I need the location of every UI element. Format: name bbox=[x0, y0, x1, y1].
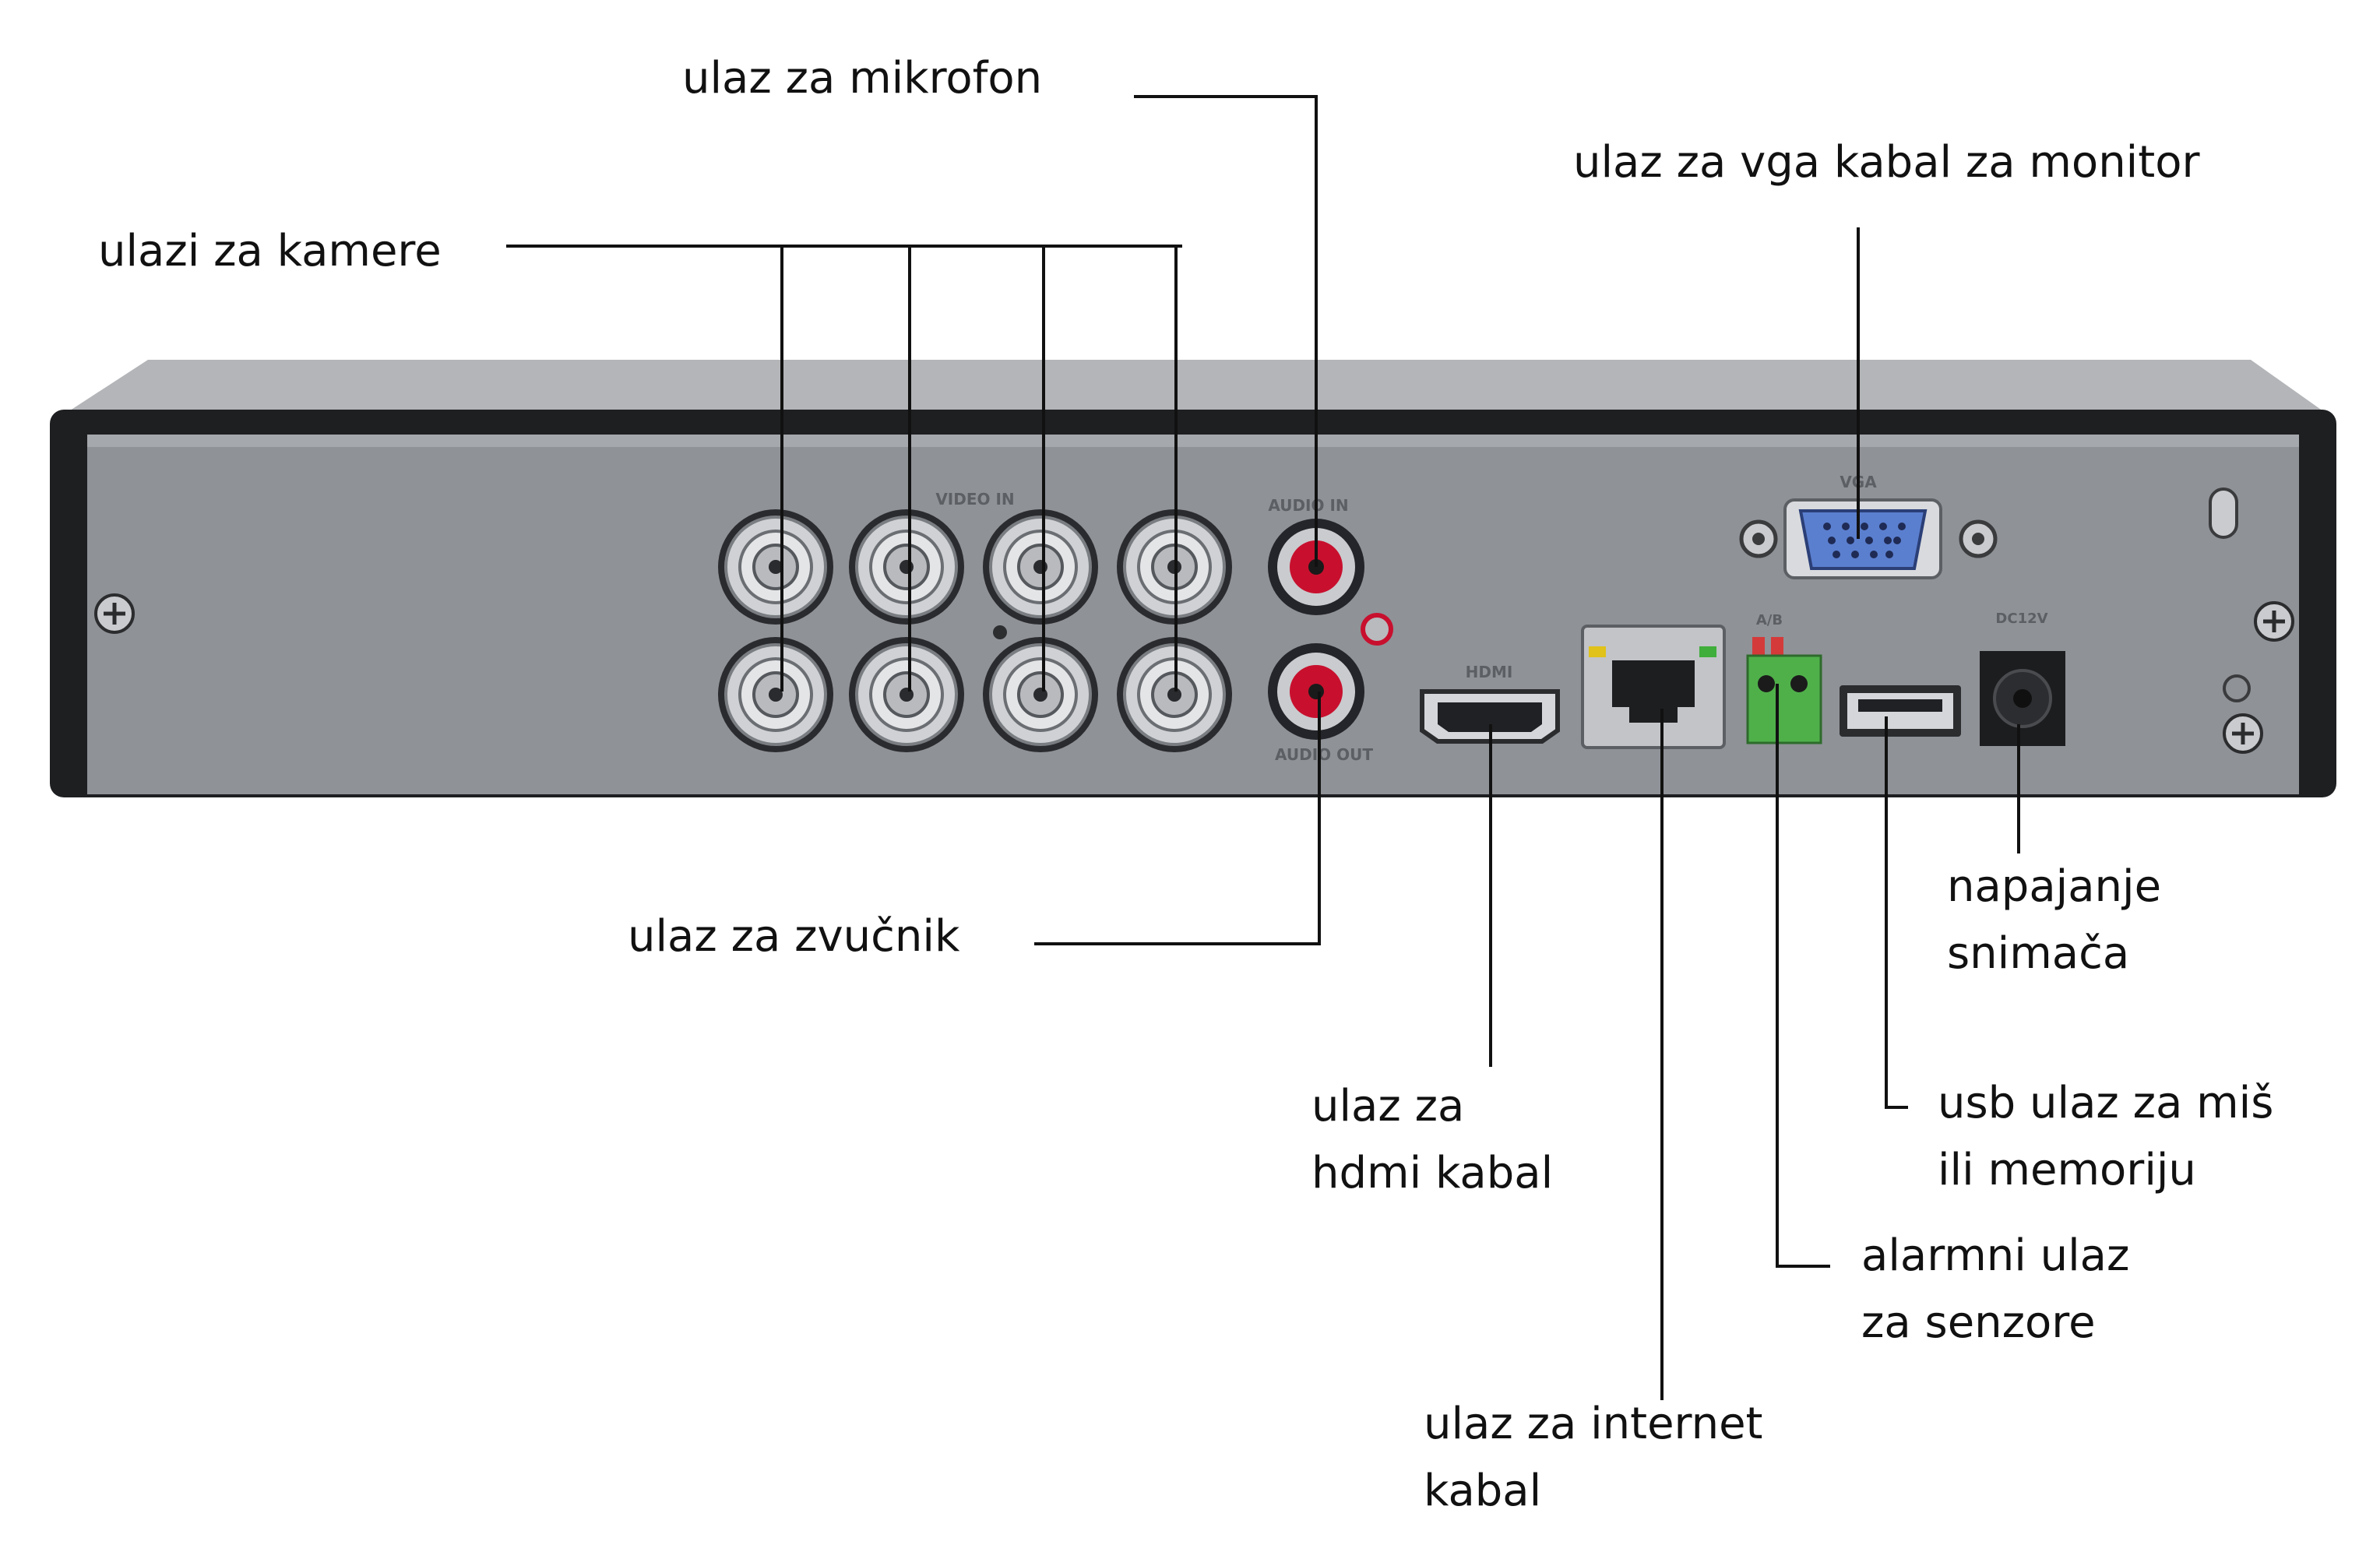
label-microphone: ulaz za mikrofon bbox=[682, 45, 1042, 112]
bnc-connector-icon bbox=[849, 509, 964, 625]
screw-icon bbox=[2223, 713, 2263, 754]
leader-line-speaker bbox=[1034, 692, 1321, 945]
marking-alarm: A/B bbox=[1756, 612, 1783, 628]
audio-indicator bbox=[1361, 613, 1393, 646]
marking-hdmi: HDMI bbox=[1466, 663, 1513, 681]
vga-port-icon bbox=[1739, 498, 1998, 579]
usb-port-icon bbox=[1840, 685, 1961, 737]
indicator-dot bbox=[993, 625, 1007, 639]
bnc-connector-icon bbox=[983, 637, 1098, 752]
screw-icon bbox=[2254, 601, 2294, 642]
label-internet: ulaz za internet kabal bbox=[1424, 1391, 1762, 1525]
label-line: alarmni ulaz bbox=[1861, 1230, 2130, 1281]
hdmi-port-icon bbox=[1420, 689, 1560, 744]
label-power: napajanje snimača bbox=[1947, 853, 2161, 987]
label-line: kabal bbox=[1424, 1466, 1542, 1516]
label-line: snimača bbox=[1947, 928, 2130, 979]
label-line: ulaz za zvučnik bbox=[628, 911, 960, 962]
rj45-port-icon bbox=[1581, 625, 1726, 749]
leader-line-usb bbox=[1885, 716, 1908, 1109]
marking-audio-out: AUDIO OUT bbox=[1275, 745, 1373, 764]
label-line: ulazi za kamere bbox=[98, 226, 442, 276]
dc-power-jack-icon bbox=[1980, 651, 2065, 746]
marking-video-in: VIDEO IN bbox=[935, 490, 1014, 509]
bnc-connector-icon bbox=[849, 637, 964, 752]
bnc-connector-icon bbox=[718, 509, 833, 625]
label-line: hdmi kabal bbox=[1311, 1148, 1554, 1198]
leader-line-microphone bbox=[1134, 95, 1318, 567]
label-cameras: ulazi za kamere bbox=[98, 218, 442, 285]
label-hdmi: ulaz za hdmi kabal bbox=[1311, 1073, 1553, 1207]
chassis-top-surface bbox=[55, 360, 2336, 421]
bnc-connector-icon bbox=[983, 509, 1098, 625]
label-alarm: alarmni ulaz za senzore bbox=[1861, 1223, 2129, 1357]
ground-icon bbox=[2223, 674, 2251, 702]
label-line: napajanje bbox=[1947, 861, 2162, 912]
rca-jack-icon bbox=[1268, 643, 1364, 740]
label-line: ulaz za internet bbox=[1424, 1399, 1763, 1449]
leader-lines bbox=[506, 95, 2020, 1400]
label-line: za senzore bbox=[1861, 1297, 2096, 1348]
label-speaker: ulaz za zvučnik bbox=[628, 903, 959, 970]
camera-inputs bbox=[718, 509, 1232, 752]
label-line: ulaz za vga kabal za monitor bbox=[1573, 137, 2200, 188]
screw-icon bbox=[94, 593, 135, 634]
kensington-slot-icon bbox=[2209, 487, 2238, 539]
marking-power: DC12V bbox=[1995, 611, 2047, 627]
rear-panel-highlight bbox=[87, 435, 2299, 447]
marking-audio-in: AUDIO IN bbox=[1268, 496, 1348, 515]
bnc-connector-icon bbox=[1117, 637, 1232, 752]
label-line: ulaz za bbox=[1311, 1081, 1465, 1131]
label-line: ili memoriju bbox=[1938, 1145, 2196, 1195]
alarm-terminal-icon bbox=[1746, 637, 1822, 744]
label-line: usb ulaz za miš bbox=[1938, 1078, 2274, 1128]
label-vga: ulaz za vga kabal za monitor bbox=[1573, 129, 2199, 196]
label-line: ulaz za mikrofon bbox=[682, 53, 1043, 104]
bnc-connector-icon bbox=[718, 637, 833, 752]
label-usb: usb ulaz za miš ili memoriju bbox=[1938, 1070, 2273, 1204]
leader-line-alarm bbox=[1776, 684, 1830, 1268]
